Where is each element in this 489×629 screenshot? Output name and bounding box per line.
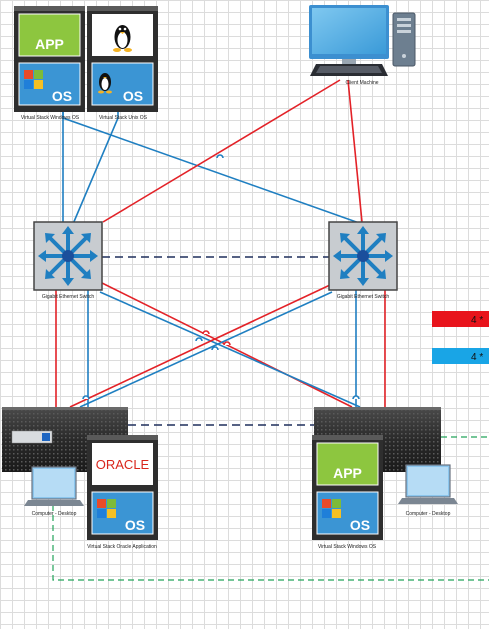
computer-left-label: Computer - Desktop [32,511,77,517]
blue-link-topleft-to-switch-right [62,112,363,225]
computer-left: Computer - Desktop [24,466,84,517]
switch-left: Gigabit Ethernet Switch [33,221,103,300]
blue-link-switchleft-to-server-right [99,291,361,408]
os-tile-label: OS [125,517,145,533]
computer-right: Computer - Desktop [398,464,458,517]
green-dashed-link-left [52,505,489,581]
app-tile-icon: APP [18,13,81,57]
windows-os-icon: OS [316,491,379,535]
oracle-stack: ORACLE OS Virtual Stack Oracle Applicati… [87,435,158,550]
red-link-client-to-switch-right [347,79,363,223]
app-tile-icon: APP [316,442,379,486]
oracle-tile-label: ORACLE [96,457,150,472]
blue-link-switchright-to-server-left [79,291,333,408]
legend-blue-text: 4 * [471,352,483,363]
top-left-stack: APP OS [14,6,85,112]
linux-os-icon: OS [91,62,154,106]
legend: 4 * 4 * [432,311,489,364]
switch-right-label: Gigabit Ethernet Switch [337,294,389,300]
legend-red-text: 4 * [471,315,483,326]
connections [52,79,489,581]
tower-case-icon [392,12,416,67]
top-right-stack: OS [87,6,158,112]
switch-left-label: Gigabit Ethernet Switch [42,294,94,300]
os-tile-label: OS [52,88,72,104]
top-left-stack-label: Virtual Stack Windows OS [21,115,80,121]
legend-blue-bar [432,348,489,364]
windows-os-icon: OS [18,62,81,106]
computer-right-label: Computer - Desktop [406,511,451,517]
laptop-desktop-icon [398,464,458,504]
laptop-desktop-icon [24,466,84,506]
client-machine-label: Client Machine [345,80,378,86]
top-right-stack-label: Virtual Stack Unix OS [99,115,148,121]
switch-right: Gigabit Ethernet Switch [328,221,398,300]
os-tile-label: OS [350,517,370,533]
app-tile-label: APP [333,465,362,481]
oracle-stack-label: Virtual Stack Oracle Application [87,544,157,550]
network-switch-icon [328,221,398,291]
legend-red-bar [432,311,489,327]
oracle-logo-icon: ORACLE [92,443,153,485]
red-link-client-to-switch-left [102,79,341,223]
linux-penguin-icon [92,14,153,56]
desktop-monitor-icon [309,5,389,76]
bottom-right-stack: APP OS Virtual Stack Windows OS [312,435,383,550]
blue-link-topright-to-switch-left [72,112,119,225]
client-machine: Client Machine [309,5,416,86]
app-tile-label: APP [35,36,64,52]
network-switch-icon [33,221,103,291]
os-tile-label: OS [123,88,143,104]
bottom-right-stack-label: Virtual Stack Windows OS [318,544,377,550]
windows-os-icon: OS [91,491,154,535]
red-link-switchright-to-server-left [69,284,331,408]
